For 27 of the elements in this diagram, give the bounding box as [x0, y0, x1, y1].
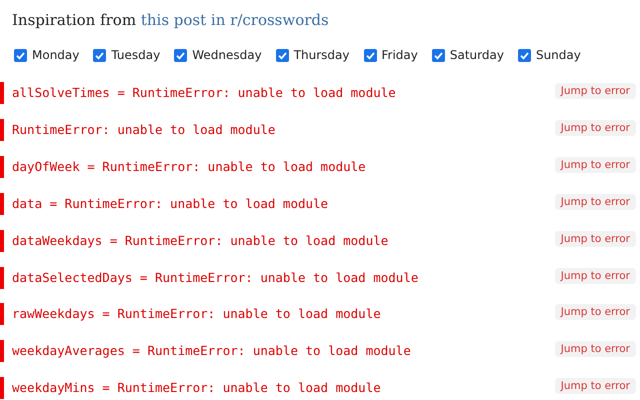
checkbox-label: Friday — [382, 48, 418, 62]
error-message: weekdayAverages = RuntimeError: unable to load module — [12, 343, 411, 358]
error-message: RuntimeError: unable to load module — [12, 122, 276, 137]
checkbox-label: Wednesday — [192, 48, 262, 62]
checkbox-label: Tuesday — [111, 48, 160, 62]
checkbox-label: Monday — [32, 48, 80, 62]
jump-to-error-button: Jump to error — [554, 341, 636, 358]
jump-to-error-button: Jump to error — [554, 230, 636, 247]
error-message: rawWeekdays = RuntimeError: unable to load module — [12, 306, 381, 322]
error-message: dayOfWeek = RuntimeError: unable to load module — [12, 158, 366, 174]
error-message: data = RuntimeError: unable to load module — [12, 196, 328, 211]
jump-to-error-button: Jump to error — [554, 268, 636, 284]
source-link: this post in r/crosswords — [140, 11, 329, 29]
checkbox-label: Sunday — [536, 48, 581, 62]
error-message: allSolveTimes = RuntimeError: unable to load module — [12, 85, 396, 100]
checkbox-label: Saturday — [450, 48, 504, 62]
jump-to-error-button: Jump to error — [554, 156, 636, 173]
intro-text: Inspiration from — [12, 11, 136, 29]
jump-to-error-button: Jump to error — [554, 304, 636, 320]
error-message: dataWeekdays = RuntimeError: unable to load module — [12, 232, 388, 248]
jump-to-error-button: Jump to error — [554, 120, 636, 136]
jump-to-error-button: Jump to error — [554, 194, 636, 210]
checkbox-label: Thursday — [294, 48, 350, 62]
error-message: weekdayMins = RuntimeError: unable to load module — [12, 380, 381, 396]
error-message: dataSelectedDays = RuntimeError: unable to load module — [12, 270, 418, 284]
jump-to-error-button: Jump to error — [554, 378, 636, 394]
jump-to-error-button: Jump to error — [554, 83, 636, 99]
